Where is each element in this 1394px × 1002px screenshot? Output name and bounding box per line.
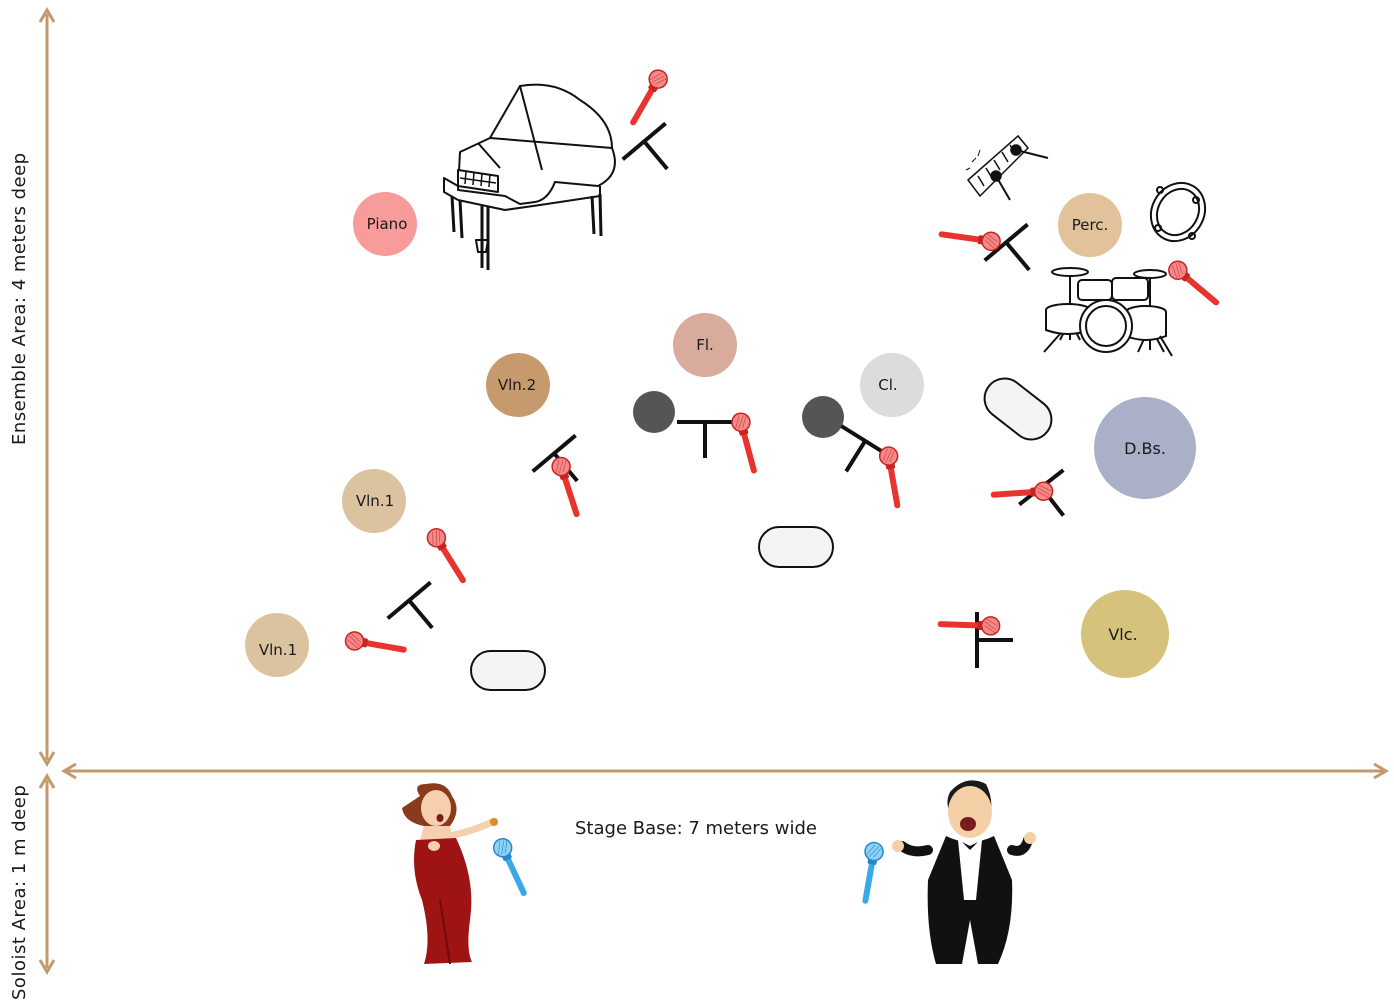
player-fl[interactable]: Fl. [673, 313, 737, 377]
microphone-icon [937, 615, 1000, 635]
player-vlc[interactable]: Vlc. [1081, 590, 1169, 678]
microphone-icon [856, 841, 884, 905]
ensemble-depth-axis [40, 10, 54, 764]
player-label: Vln.1 [356, 492, 394, 510]
player-label: Vln.2 [498, 376, 536, 394]
microphone-icon [550, 455, 586, 520]
player-dbs[interactable]: D.Bs. [1094, 397, 1196, 499]
player-perc[interactable]: Perc. [1058, 193, 1122, 257]
microphone-icon [937, 225, 1001, 251]
microphone-icon [730, 411, 763, 476]
stage-base-label: Stage Base: 7 meters wide [575, 818, 817, 839]
seat-dark [802, 396, 844, 438]
xylophone-icon [966, 136, 1048, 200]
player-label: D.Bs. [1124, 439, 1166, 458]
player-label: Piano [367, 215, 408, 233]
player-vln2[interactable]: Vln.2 [486, 353, 550, 417]
soloist-depth-axis [40, 776, 54, 972]
player-label: Vln.1 [259, 641, 297, 659]
player-piano[interactable]: Piano [353, 192, 417, 256]
monitor-wedge [759, 527, 833, 567]
mic-stand-icon [389, 584, 451, 643]
microphone-icon [424, 525, 472, 587]
mic-stand-icon [679, 422, 731, 456]
player-label: Vlc. [1108, 625, 1137, 644]
monitor-wedge [977, 370, 1060, 447]
player-label: Cl. [878, 376, 897, 394]
player-vln1-upper[interactable]: Vln.1 [342, 469, 406, 533]
microphone-icon [1165, 258, 1224, 312]
microphone-icon [624, 67, 671, 130]
microphone-icon [878, 446, 906, 510]
monitor-wedge [471, 651, 545, 690]
mic-stand-icon [1021, 471, 1083, 530]
mic-stand-icon [825, 427, 887, 483]
player-vln1-lower[interactable]: Vln.1 [245, 613, 309, 677]
mic-stand-icon [624, 125, 686, 184]
player-label: Fl. [696, 336, 714, 354]
drum-kit-icon [1044, 268, 1172, 356]
player-cl[interactable]: Cl. [860, 353, 924, 417]
ensemble-area-label: Ensemble Area: 4 meters deep [9, 152, 30, 445]
tambourine-icon [1140, 173, 1215, 251]
female-singer-icon [402, 783, 498, 964]
microphone-icon [344, 631, 408, 659]
soloist-area-label: Soloist Area: 1 m deep [9, 785, 30, 1000]
male-singer-icon [892, 780, 1036, 964]
grand-piano-icon [444, 85, 615, 270]
seat-dark [633, 391, 675, 433]
player-label: Perc. [1072, 216, 1109, 234]
microphone-icon [491, 836, 534, 900]
stage-base-axis [64, 764, 1386, 778]
